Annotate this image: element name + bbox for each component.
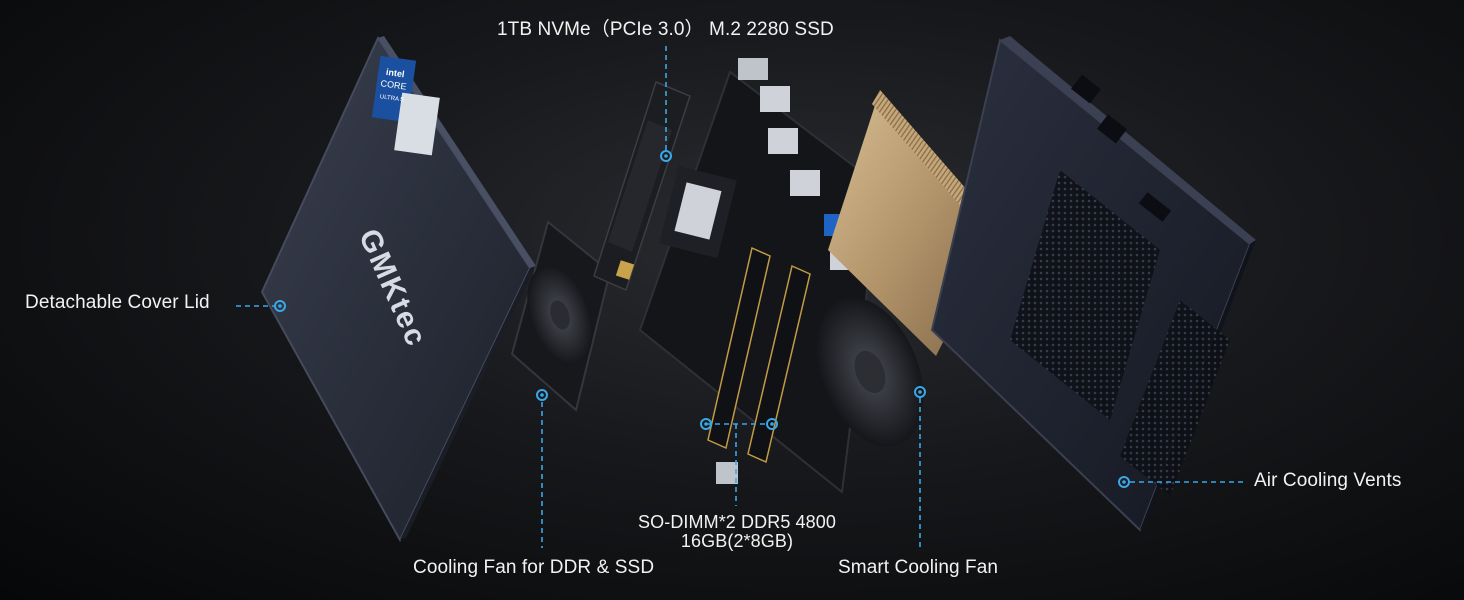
callout-vents: Air Cooling Vents — [1254, 470, 1402, 491]
callout-lines — [236, 46, 1246, 548]
callout-markers — [274, 150, 1130, 488]
ring-dot-icon — [918, 390, 922, 394]
ring-dot-icon — [770, 422, 774, 426]
cover-lid — [260, 35, 536, 543]
ring-dot-icon — [704, 422, 708, 426]
ring-dot-icon — [274, 300, 286, 312]
ssd-module — [593, 80, 691, 292]
ring-dot-icon — [1118, 476, 1130, 488]
callout-ddr: SO-DIMM*2 DDR5 4800 16GB(2*8GB) — [632, 513, 842, 551]
ring-dot-icon — [536, 389, 548, 401]
sticker-line-3: ULTRA 5 — [379, 94, 404, 103]
callout-fan-ddr-ssd: Cooling Fan for DDR & SSD — [413, 557, 655, 578]
ring-dot-icon — [278, 304, 282, 308]
callout-cover-lid: Detachable Cover Lid — [25, 292, 210, 313]
ring-dot-icon — [664, 154, 668, 158]
callout-ddr-line1: SO-DIMM*2 DDR5 4800 — [638, 512, 836, 532]
callout-ddr-line2: 16GB(2*8GB) — [680, 531, 794, 551]
chassis — [930, 36, 1256, 532]
ring-dot-icon — [700, 418, 712, 430]
callout-ssd: 1TB NVMe（PCIe 3.0） M.2 2280 SSD — [497, 19, 834, 40]
ring-dot-icon — [766, 418, 778, 430]
ring-dot-icon — [660, 150, 672, 162]
sticker-line-2: CORE — [380, 78, 407, 92]
ring-dot-icon — [914, 386, 926, 398]
sticker-line-1: intel — [385, 67, 405, 79]
callout-smart-fan: Smart Cooling Fan — [838, 557, 999, 578]
ring-dot-icon — [1122, 480, 1126, 484]
info-sticker — [394, 92, 440, 156]
intel-sticker-text: intel CORE ULTRA 5 — [379, 67, 407, 104]
ddr-ssd-fan — [510, 220, 612, 412]
ring-dot-icon — [540, 393, 544, 397]
